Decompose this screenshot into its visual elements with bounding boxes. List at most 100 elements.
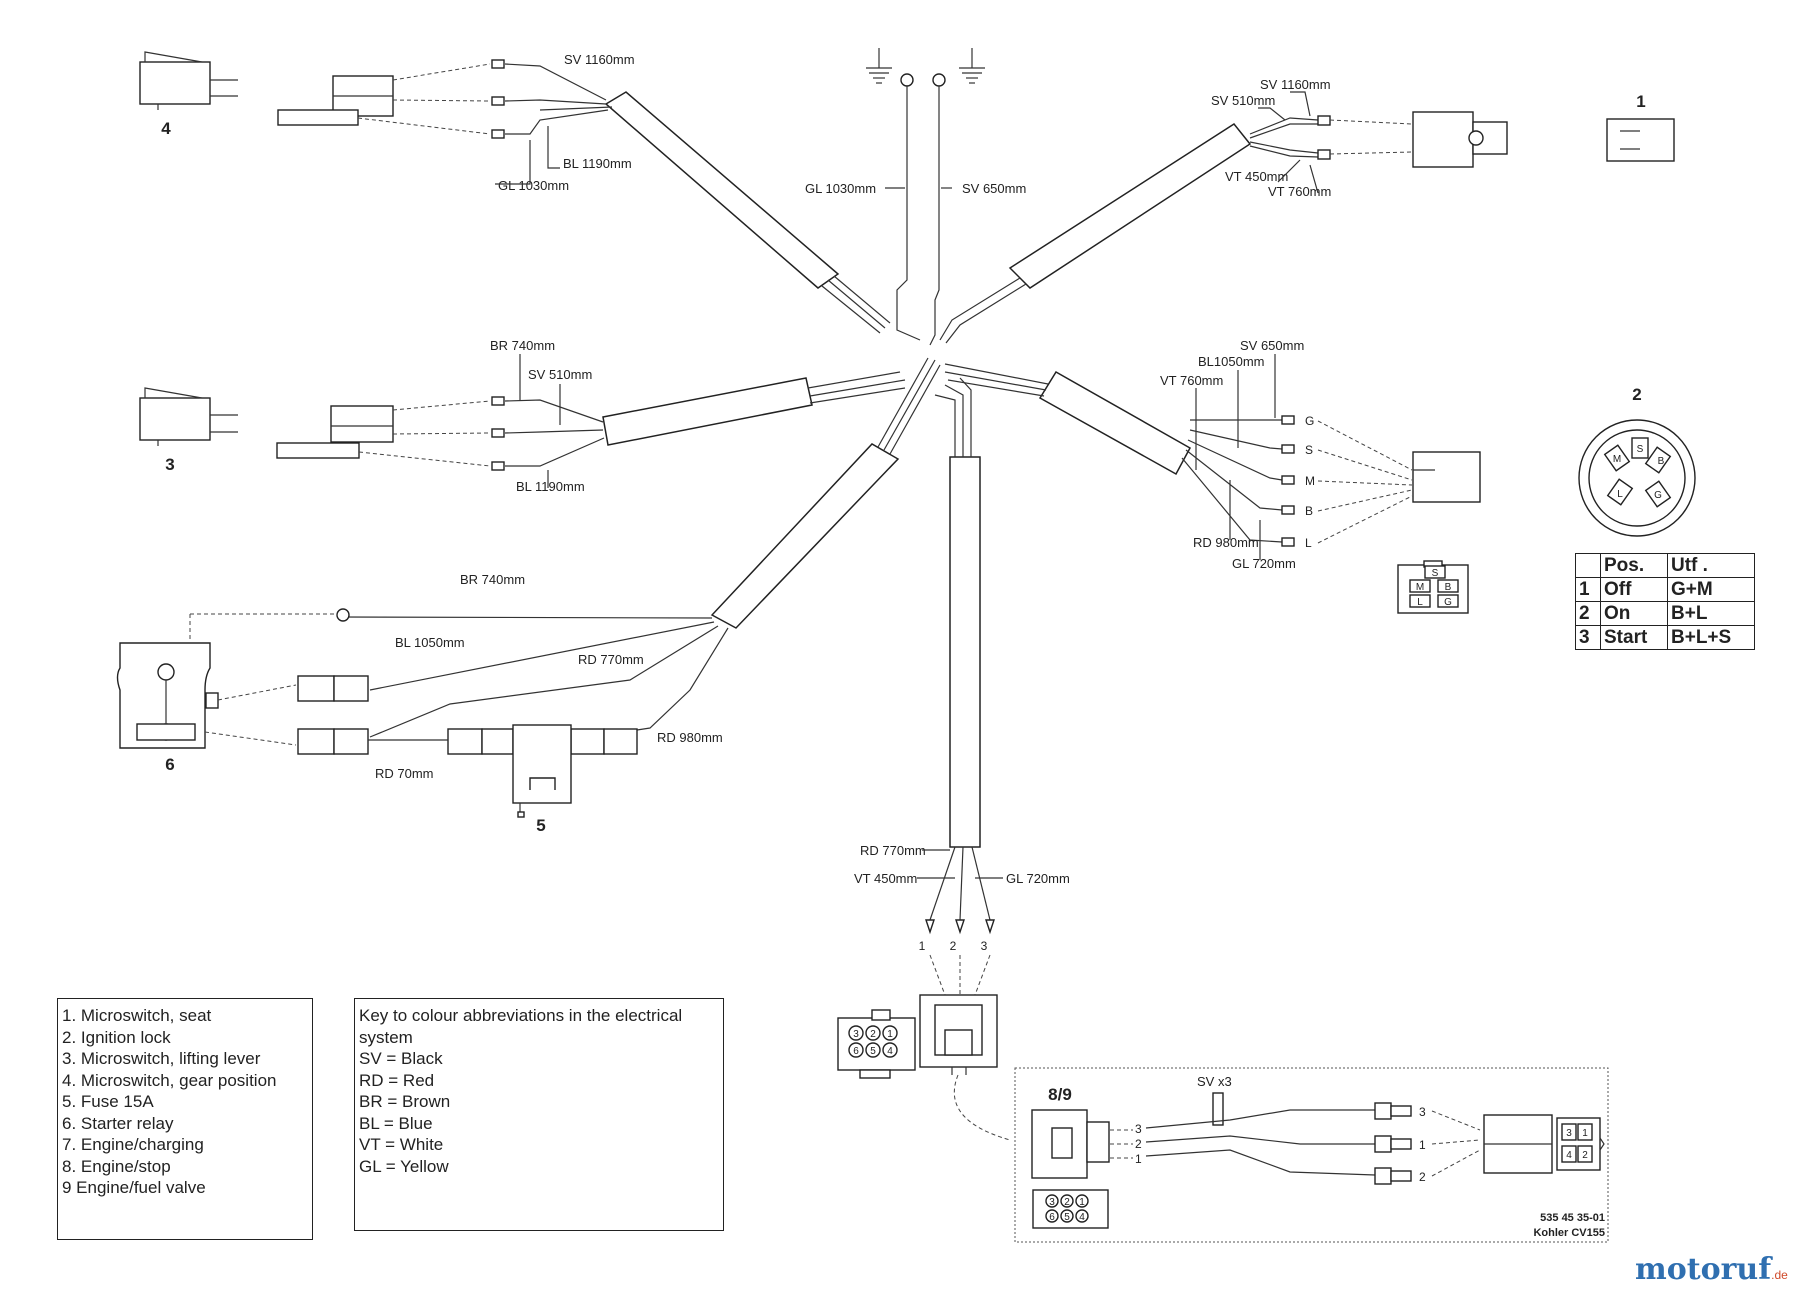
face-pin: 4 [887,1046,893,1057]
engine-connector-face: 3 2 1 6 5 4 [837,1009,916,1079]
ignition-plug-face: S M B L G [1397,560,1469,614]
table-row: 1 Off G+M [1575,577,1755,602]
engine-stop-fuel-valve-connector [1031,1109,1110,1179]
table-header-row: Pos. Utf . [1575,553,1755,578]
plug-pin: 4 [1566,1150,1572,1161]
table-cell: Off [1600,577,1668,602]
label-component-1: 1 [1636,92,1645,111]
ground-symbol-right [959,48,985,84]
colour-key-title: Key to colour abbreviations in the elect… [359,1006,683,1047]
wire-label: SV 510mm [528,367,592,382]
colour-key-item: SV = Black [359,1049,443,1068]
relay-connector-upper [297,675,369,702]
pin-b: B [1305,504,1313,518]
colour-key-item: GL = Yellow [359,1156,449,1176]
label-component-4: 4 [161,119,171,138]
fuse-holder [447,724,638,818]
wire-label: VT 450mm [854,871,917,886]
pin-m: M [1305,474,1315,488]
table-cell: B+L+S [1667,625,1755,650]
wire-label: RD 70mm [375,766,434,781]
harness-branch-bottom [925,377,995,935]
plug-pin: 3 [1566,1128,1572,1139]
wire-label: RD 770mm [578,652,644,667]
table-row: 2 On B+L [1575,601,1755,626]
inset-out-3: 3 [1419,1105,1426,1119]
terminals-component-3 [491,396,505,471]
microswitch-gear-position [139,51,238,110]
wire-label: BL 1190mm [563,156,632,171]
wire-label: GL 1030mm [805,181,876,196]
relay-terminal-eyelet [336,608,350,622]
wire-label: VT 760mm [1268,184,1331,199]
inset-face-pin: 1 [1079,1197,1085,1208]
plug-pin-l: L [1417,597,1423,608]
plug-pin: 2 [1582,1150,1588,1161]
face-pin: 5 [870,1046,876,1057]
legend-item: 3. Microswitch, lifting lever [62,1049,261,1068]
starter-relay [116,642,219,749]
inset-pin-3: 3 [1135,1122,1142,1136]
wire-label: BL 1050mm [395,635,465,650]
wire-label: RD 980mm [1193,535,1259,550]
engine-pin-2: 2 [950,939,957,953]
harness-branch-lower-left [339,357,941,738]
colour-key-item: RD = Red [359,1070,435,1090]
connector-component-4 [277,75,394,126]
legend-item: 2. Ignition lock [62,1027,171,1047]
part-number: 535 45 35-01 [1540,1212,1605,1224]
inset-terminals [1374,1102,1412,1185]
table-header-cell: Pos. [1600,553,1668,578]
wire-label: BL 1190mm [516,479,585,494]
face-pin: 2 [870,1029,876,1040]
microswitch-lifting-lever [139,387,238,446]
colour-key-item: BR = Brown [359,1092,451,1111]
table-cell: 1 [1575,577,1601,602]
lock-pin-m: M [1613,454,1621,465]
wire-label: GL 720mm [1006,871,1070,886]
inset-face-pin: 6 [1049,1212,1055,1223]
inset-face-pin: 3 [1049,1197,1055,1208]
wire-label: BR 740mm [460,572,525,587]
terminals-component-1 [1317,115,1331,160]
pin-l: L [1305,536,1312,550]
brand-logo[interactable]: motoruf.de [1635,1252,1788,1287]
seat-switch-connector [1412,111,1508,168]
wire-label: VT 450mm [1225,169,1288,184]
plug-pin-m: M [1416,582,1424,593]
ignition-position-table: Pos. Utf . 1 Off G+M 2 On B+L 3 Start B+… [1575,553,1755,650]
label-component-5: 5 [536,816,545,835]
ignition-lock: S M B L G [1578,419,1696,537]
wire-label: BR 740mm [490,338,555,353]
connector-component-3 [276,405,394,459]
harness-branch-mid-left [504,371,906,467]
inset-face-pin: 4 [1079,1212,1085,1223]
wire-label: RD 770mm [860,843,926,858]
legend-item: 6. Starter relay [62,1113,174,1133]
harness-branch-upper-left [504,63,891,334]
pin-s: S [1305,443,1313,457]
table-row: 3 Start B+L+S [1575,625,1755,650]
face-pin: 6 [853,1046,859,1057]
inset-frame [1014,1067,1609,1243]
label-component-2: 2 [1632,385,1641,404]
harness-branch-upper-right [939,117,1319,344]
colour-key-item: VT = White [359,1135,444,1154]
wire-label: GL 720mm [1232,556,1296,571]
lock-pin-b: B [1658,456,1665,467]
wire-label: SV 650mm [962,181,1026,196]
terminals-ignition-harness [1281,415,1295,547]
brand-suffix: .de [1771,1268,1788,1282]
engine-pin-1: 1 [919,939,926,953]
inset-connector-face: 3 2 1 6 5 4 [1032,1189,1109,1229]
legend-item: 7. Engine/charging [62,1135,204,1154]
ground-eyelet-left [900,73,914,87]
table-header-cell: Utf . [1667,553,1755,578]
label-component-3: 3 [165,455,174,474]
label-component-8-9: 8/9 [1048,1085,1072,1104]
inset-out-2: 2 [1419,1170,1426,1184]
wire-label: BL1050mm [1198,354,1264,369]
engine-model: Kohler CV155 [1533,1227,1605,1239]
face-pin: 1 [887,1029,893,1040]
